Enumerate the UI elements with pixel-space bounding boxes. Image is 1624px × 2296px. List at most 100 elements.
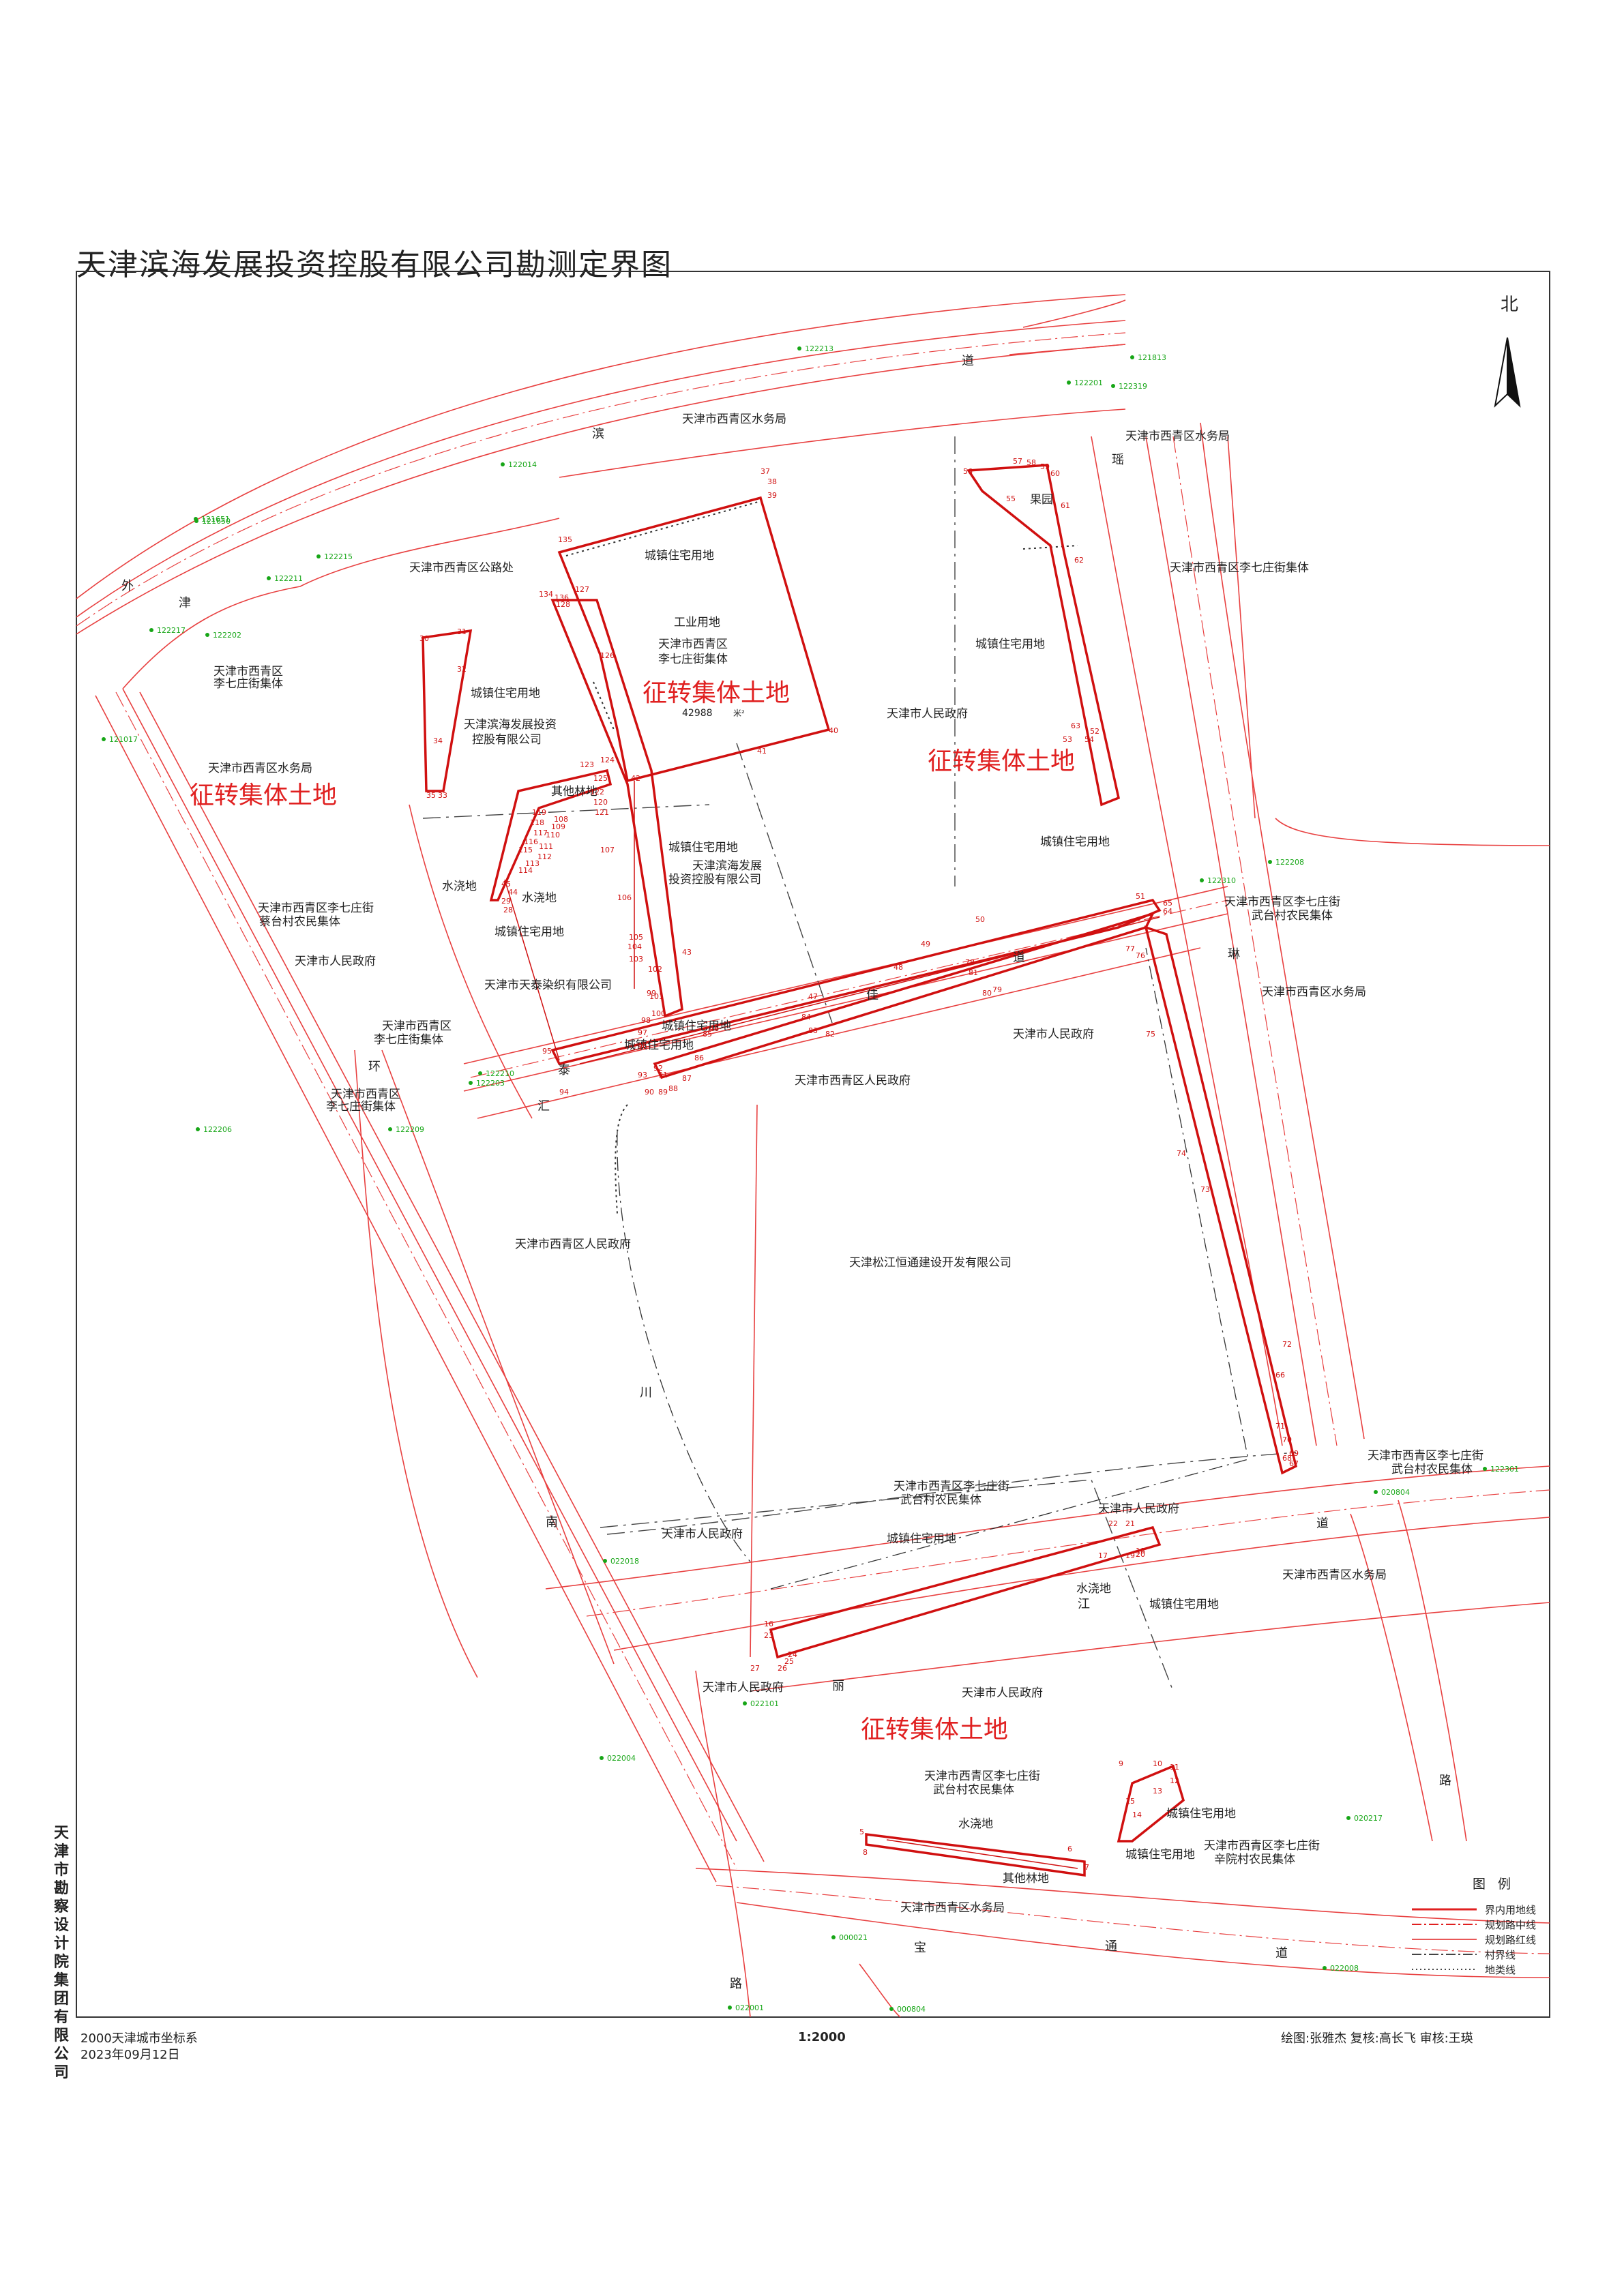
legend-item-label: 界内用地线 xyxy=(1485,1903,1537,1916)
side-char: 司 xyxy=(53,2064,69,2081)
control-point-label: 122208 xyxy=(1275,858,1304,867)
land-label: 其他林地 xyxy=(1003,1872,1049,1885)
side-char: 市 xyxy=(53,1862,69,1879)
boundary-point-number: 63 xyxy=(1071,721,1080,730)
land-label: 天津市西青区人民政府 xyxy=(515,1238,631,1251)
control-point-label: 020804 xyxy=(1381,1488,1410,1497)
map-frame xyxy=(76,271,1550,2018)
parcel-south-small-2 xyxy=(1117,1764,1185,1843)
boundary-point-number: 88 xyxy=(668,1084,678,1093)
control-point-marker xyxy=(194,519,198,523)
control-point-label: 122014 xyxy=(508,460,537,469)
land-label: 天津市西青区 xyxy=(658,638,728,651)
control-point-marker xyxy=(797,346,801,351)
boundary-point-number: 51 xyxy=(1136,892,1145,901)
parcel-boundaries xyxy=(422,464,1298,1877)
land-label: 天津市人民政府 xyxy=(1098,1502,1179,1516)
survey-date: 2023年09月12日 xyxy=(80,2048,180,2062)
boundary-point-number: 96 xyxy=(638,1042,647,1051)
road-name-char: 道 xyxy=(1013,951,1025,965)
road-name-char: 道 xyxy=(1316,1517,1329,1531)
land-label: 城镇住宅用地 xyxy=(662,1019,731,1033)
land-label: 城镇住宅用地 xyxy=(1125,1848,1195,1862)
land-label: 天津市西青区水务局 xyxy=(682,413,786,426)
side-char: 集 xyxy=(53,1972,69,1989)
land-label: 武台村农民集体 xyxy=(1391,1463,1473,1476)
boundary-point-number: 34 xyxy=(433,736,443,745)
land-label: 城镇住宅用地 xyxy=(887,1532,956,1546)
parcel-east-strip xyxy=(966,464,1121,807)
land-label: 水浇地 xyxy=(442,880,477,893)
control-point-label: 122206 xyxy=(203,1125,232,1134)
control-point-marker xyxy=(1323,1966,1327,1970)
boundary-point-number: 5 xyxy=(859,1828,864,1836)
road-name-char: 宝 xyxy=(914,1941,926,1955)
boundary-point-number: 42 xyxy=(631,774,640,783)
control-point-marker xyxy=(316,554,321,558)
control-point-marker xyxy=(1067,381,1071,385)
boundary-point-number: 71 xyxy=(1275,1422,1285,1431)
boundary-point-number: 38 xyxy=(767,477,777,486)
side-char: 津 xyxy=(53,1843,69,1860)
map-title: 天津滨海发展投资控股有限公司勘测定界图 xyxy=(76,248,673,282)
land-label: 其他林地 xyxy=(551,785,597,799)
land-label: 天津市西青区公路处 xyxy=(409,561,514,575)
boundary-point-number: 108 xyxy=(554,815,568,824)
land-label: 水浇地 xyxy=(1076,1582,1111,1596)
road-name-char: 瑶 xyxy=(1112,453,1124,467)
road-name-char: 通 xyxy=(1105,1939,1117,1954)
boundary-point-number: 31 xyxy=(457,627,467,636)
parcel-west-strip xyxy=(422,629,473,792)
boundary-point-number: 112 xyxy=(537,852,552,861)
control-point-label: 122211 xyxy=(274,574,303,583)
control-point-marker xyxy=(1374,1490,1378,1494)
land-label: 武台村农民集体 xyxy=(933,1783,1014,1797)
legend-item-label: 村界线 xyxy=(1485,1948,1516,1961)
parcel-curve xyxy=(489,769,612,901)
boundary-point-number: 46 xyxy=(709,1024,719,1033)
legend-line-icon xyxy=(1412,1939,1477,1940)
land-type-lines xyxy=(565,501,1078,1214)
boundary-point-number: 104 xyxy=(628,942,642,951)
boundary-point-number: 35 xyxy=(426,791,436,800)
boundary-point-number: 105 xyxy=(629,933,643,942)
land-label: 城镇住宅用地 xyxy=(624,1039,694,1052)
legend-line-icon xyxy=(1412,1924,1477,1925)
control-point-label: 122319 xyxy=(1119,382,1147,391)
boundary-point-number: 44 xyxy=(508,888,518,897)
boundary-point-number: 50 xyxy=(975,915,985,924)
boundary-point-number: 84 xyxy=(801,1013,811,1022)
boundary-point-number: 40 xyxy=(829,726,838,735)
boundary-point-number: 85 xyxy=(703,1030,712,1039)
control-point-label: 000021 xyxy=(839,1933,868,1942)
land-label: 李七庄街集体 xyxy=(658,653,728,666)
road-name-char: 琳 xyxy=(1228,947,1240,961)
control-point-label: 022101 xyxy=(750,1699,779,1708)
land-label: 水浇地 xyxy=(958,1817,993,1831)
boundary-point-number: 109 xyxy=(551,822,565,831)
boundary-point-number: 60 xyxy=(1050,469,1060,478)
land-label: 天津市西青区水务局 xyxy=(1282,1568,1387,1582)
boundary-point-number: 72 xyxy=(1282,1340,1292,1349)
control-point-marker xyxy=(102,737,106,741)
land-label: 天津市人民政府 xyxy=(887,707,968,721)
land-label: 天津市西青区李七庄街 xyxy=(924,1770,1040,1783)
road-name-char: 津 xyxy=(179,596,191,610)
road-name-char: 路 xyxy=(1439,1774,1451,1788)
legend-item-label: 规划路红线 xyxy=(1485,1933,1537,1946)
control-point-label: 121813 xyxy=(1138,353,1166,362)
boundary-point-number: 37 xyxy=(761,467,770,476)
control-point-label: 122215 xyxy=(324,552,353,561)
land-label: 水浇地 xyxy=(522,891,557,905)
land-label: 天津市西青区人民政府 xyxy=(795,1074,911,1088)
boundary-point-number: 114 xyxy=(518,866,533,875)
boundary-point-number: 11 xyxy=(1170,1763,1179,1772)
legend-title: 图 例 xyxy=(1472,1877,1516,1892)
control-point-label: 121017 xyxy=(109,735,138,744)
control-point-marker xyxy=(831,1935,836,1939)
boundary-point-number: 26 xyxy=(778,1664,787,1673)
boundary-point-number: 47 xyxy=(808,992,818,1001)
boundary-point-number: 73 xyxy=(1200,1185,1210,1194)
control-point-marker xyxy=(205,633,209,637)
boundary-point-number: 86 xyxy=(694,1054,704,1062)
